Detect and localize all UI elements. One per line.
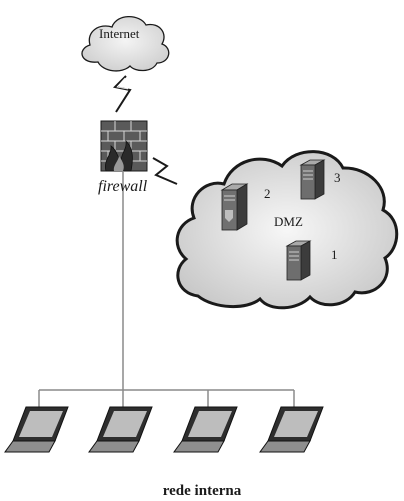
cloud-icon [81,15,170,72]
laptop-icon [173,406,238,453]
server-number-2: 2 [264,186,271,201]
server-number-3: 3 [334,170,341,185]
lightning-icon [152,157,178,185]
lan-label: rede interna [162,483,242,499]
firewall-icon [100,120,148,172]
laptop-icon [4,406,69,453]
server-number-1: 1 [331,247,338,262]
server-icon [220,183,249,231]
lan-wiring [38,171,295,408]
server-icon [299,159,326,200]
server-icon [285,240,312,281]
laptop-icon [259,406,324,453]
internet-label: Internet [99,26,140,41]
laptop-icon [88,406,153,453]
dmz-cloud [175,150,399,310]
lightning-icon [112,75,132,113]
dmz-label: DMZ [274,214,303,229]
firewall-label: firewall [98,178,148,195]
